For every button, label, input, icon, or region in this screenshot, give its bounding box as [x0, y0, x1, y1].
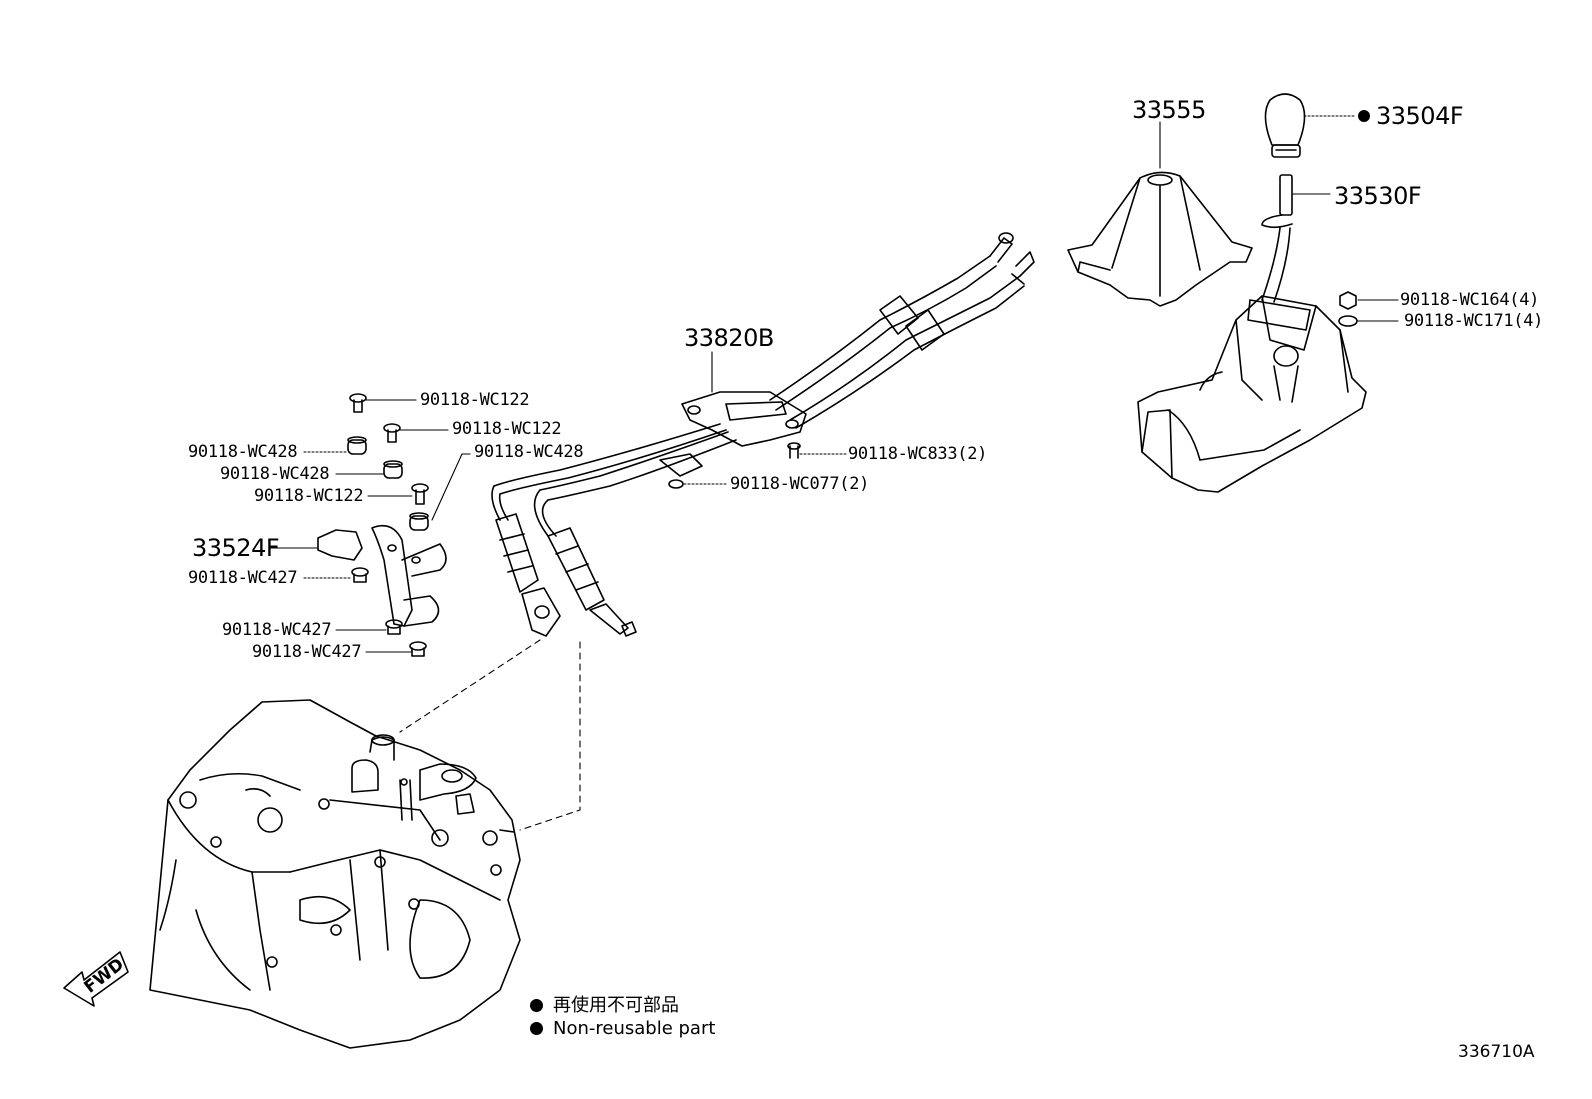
shift-knob-drawing	[1264, 93, 1306, 158]
label-90118-WC833: 90118-WC833(2)	[848, 444, 988, 464]
label-90118-WC077: 90118-WC077(2)	[730, 474, 870, 494]
fwd-arrow-drawing	[63, 951, 129, 1007]
label-90118-WC122: 90118-WC122	[254, 486, 364, 506]
bolt-drawing	[383, 423, 401, 443]
bolt-drawing	[349, 393, 367, 413]
grommet-drawing	[409, 512, 429, 531]
grommet-drawing	[383, 460, 403, 479]
label-90118-WC427: 90118-WC427	[252, 642, 362, 662]
label-90118-WC428: 90118-WC428	[220, 464, 330, 484]
non-reusable-marker-icon	[1358, 110, 1370, 122]
legend-ja-text: 再使用不可部品	[553, 995, 679, 1016]
transmission-case-drawing	[149, 699, 521, 1049]
shift-lever-drawing	[1261, 174, 1293, 303]
label-90118-WC122: 90118-WC122	[420, 390, 530, 410]
figure-code: 336710A	[1458, 1042, 1535, 1062]
shift-lever-housing-drawing	[1137, 295, 1367, 493]
label-33524F: 33524F	[192, 534, 280, 562]
bolt-drawing	[787, 442, 801, 459]
label-33530F: 33530F	[1334, 182, 1422, 210]
legend-en: Non-reusable part	[530, 1018, 715, 1039]
bracket-drawing	[317, 524, 447, 627]
non-reusable-marker-icon	[530, 1022, 543, 1035]
label-90118-WC122: 90118-WC122	[452, 419, 562, 439]
shift-boot-drawing	[1067, 171, 1253, 307]
bolt-drawing	[409, 641, 427, 657]
grommet-drawing	[347, 436, 367, 455]
label-33504F: 33504F	[1376, 102, 1464, 130]
label-90118-WC427: 90118-WC427	[188, 568, 298, 588]
bolt-drawing	[385, 619, 403, 635]
label-90118-WC427: 90118-WC427	[222, 620, 332, 640]
shift-cable-assembly-drawing	[491, 232, 1035, 637]
washer-drawing	[1338, 315, 1358, 327]
non-reusable-marker-icon	[530, 999, 543, 1012]
label-90118-WC164: 90118-WC164(4)	[1400, 290, 1540, 310]
label-90118-WC428: 90118-WC428	[474, 442, 584, 462]
label-90118-WC428: 90118-WC428	[188, 442, 298, 462]
label-33820B: 33820B	[684, 324, 774, 352]
label-90118-WC171: 90118-WC171(4)	[1404, 311, 1544, 331]
bolt-drawing	[411, 483, 429, 505]
bolt-drawing	[351, 567, 369, 583]
nut-drawing	[1339, 291, 1357, 310]
legend-ja: 再使用不可部品	[530, 991, 679, 1017]
legend-en-text: Non-reusable part	[553, 1018, 716, 1039]
label-33555: 33555	[1132, 96, 1206, 124]
leader-lines	[269, 115, 1399, 831]
nut-drawing	[668, 479, 684, 489]
